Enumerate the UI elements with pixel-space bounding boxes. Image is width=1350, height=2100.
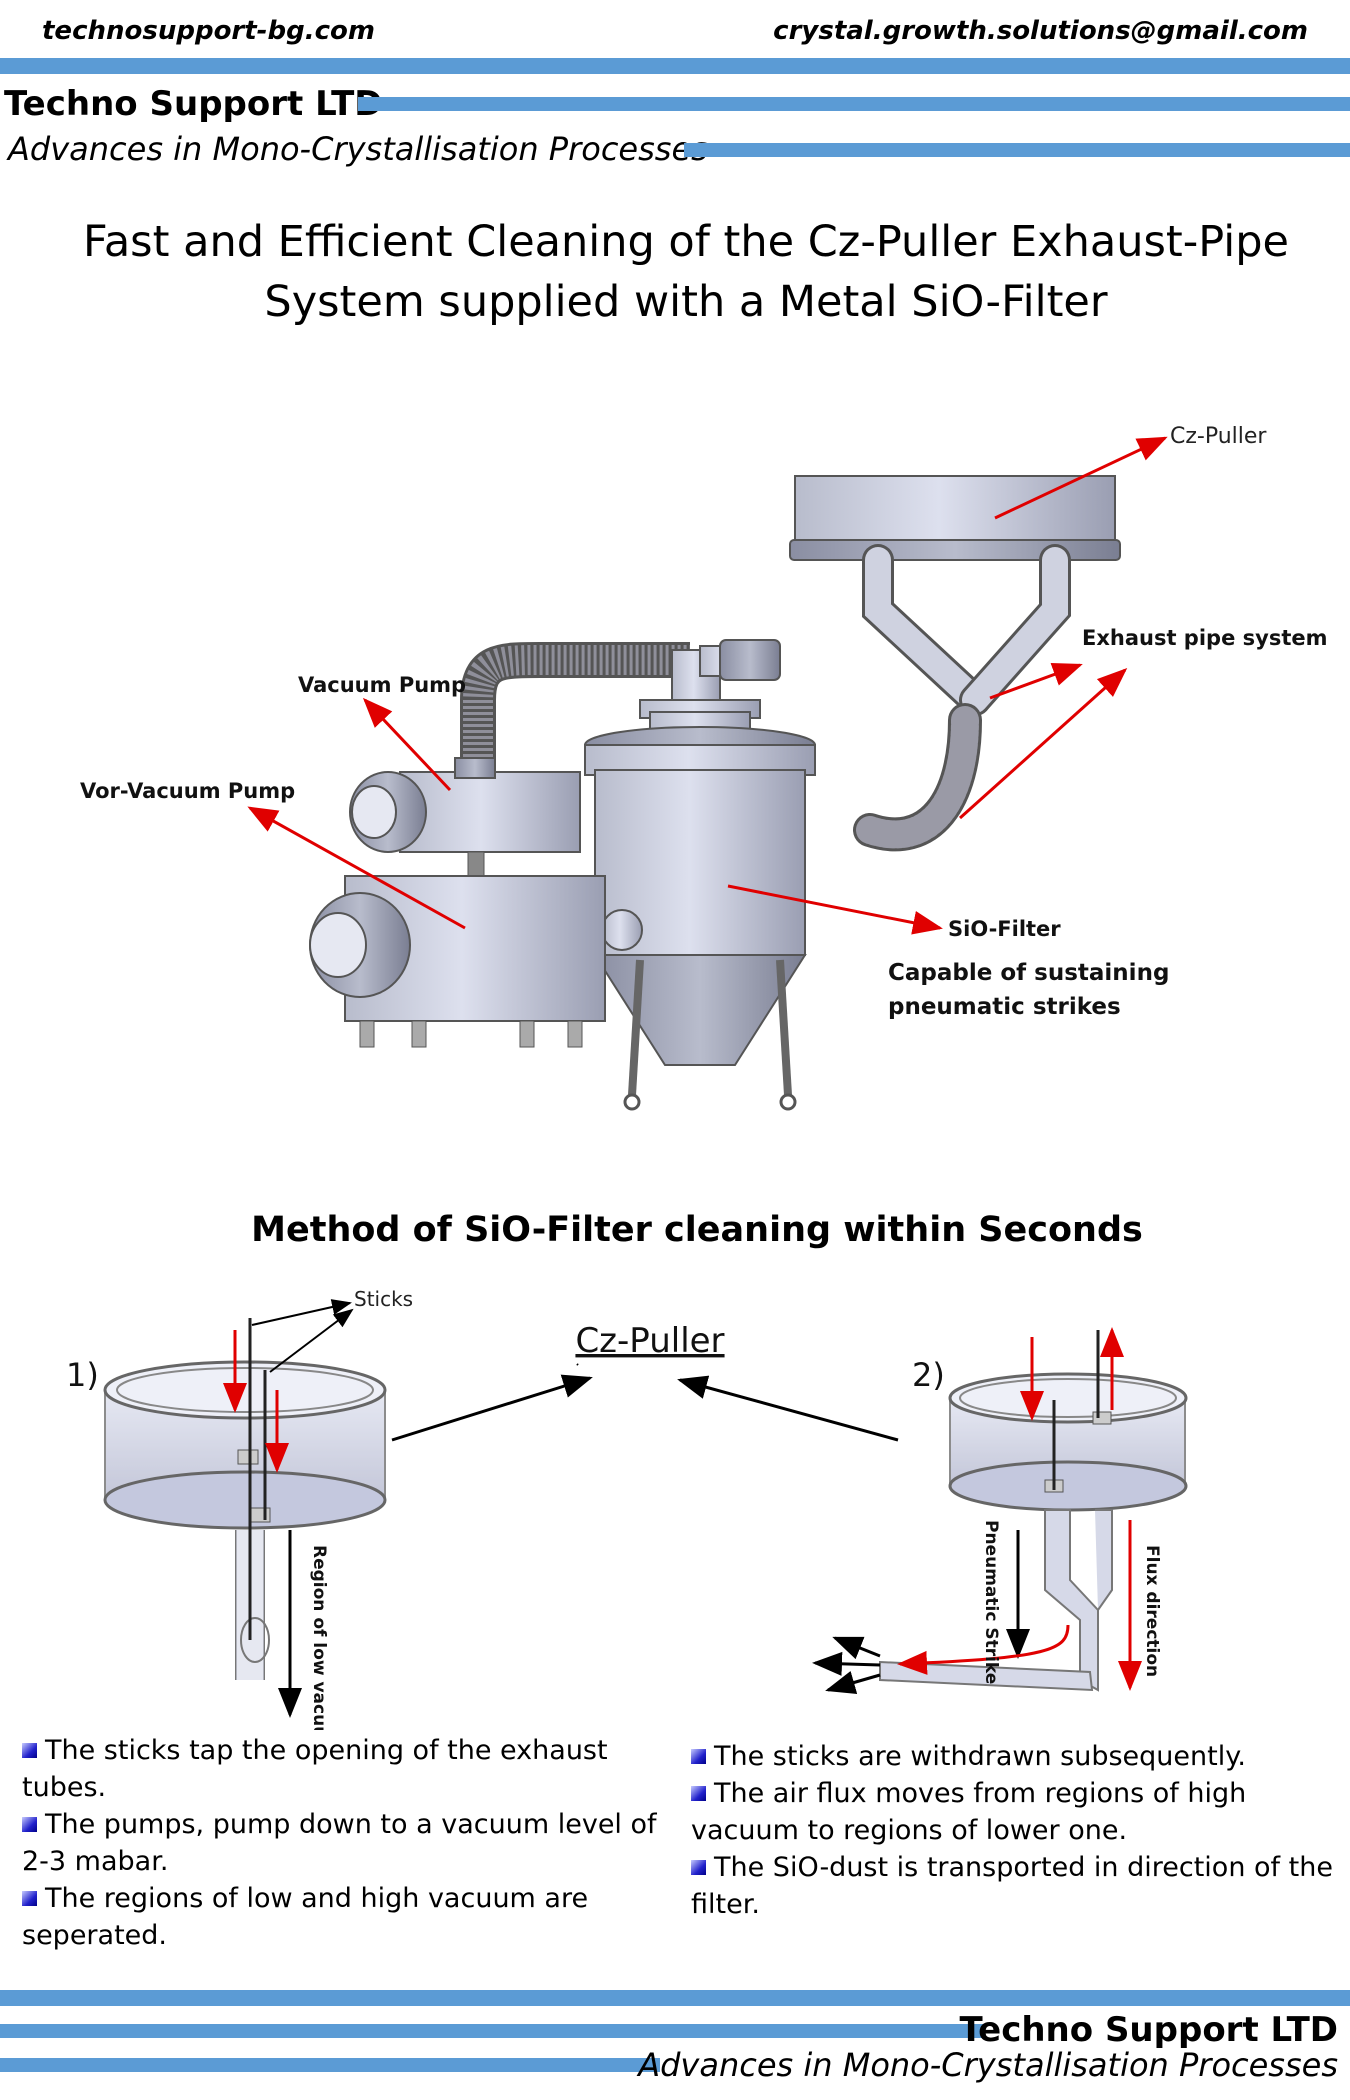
bullet-left-2: The pumps, pump down to a vacuum level o… (22, 1809, 657, 1877)
label-sticks: Sticks (354, 1287, 413, 1311)
label-vacuum-pump: Vacuum Pump (298, 673, 466, 697)
label-step1: 1) (66, 1356, 99, 1394)
label-sio-filter: SiO-Filter (948, 917, 1061, 941)
header-tagline: Advances in Mono-Crystallisation Process… (8, 130, 708, 168)
vacuum-hose (460, 642, 690, 775)
bullet-square-icon (22, 1817, 37, 1832)
page-title-line1: Fast and Efficient Cleaning of the Cz-Pu… (83, 217, 1289, 267)
exhaust-pipe-system (853, 544, 1071, 852)
cleaning-method-diagram: Sticks 1) Region of low vacuum Cz-Puller… (66, 1287, 1188, 1730)
footer-divider-bar (0, 1990, 1350, 2006)
footer-tagline-bar (0, 2058, 660, 2072)
email-link[interactable]: crystal.growth.solutions@gmail.com (773, 16, 1308, 46)
label-capable-line1: Capable of sustaining (888, 960, 1169, 986)
label-vor-vacuum-pump: Vor-Vacuum Pump (80, 779, 295, 803)
header-company-name: Techno Support LTD (4, 84, 383, 124)
label-method-cz-puller: Cz-Puller (575, 1321, 724, 1361)
label-cz-puller: Cz-Puller (1170, 424, 1267, 449)
header-company-bar (358, 97, 1350, 111)
label-capable-line2: pneumatic strikes (888, 994, 1121, 1020)
bullet-square-icon (691, 1860, 706, 1875)
exit-arrow-down (825, 1670, 881, 1695)
bullet-left-1: The sticks tap the opening of the exhaus… (22, 1735, 608, 1803)
website-link[interactable]: technosupport-bg.com (42, 16, 375, 46)
label-pneumatic-strike: Pneumatic Strike (981, 1520, 1001, 1684)
footer-company-bar (0, 2024, 985, 2038)
method-title: Method of SiO-Filter cleaning within Sec… (251, 1210, 1143, 1250)
sticks-pointer-a (251, 1299, 352, 1326)
exit-arrow-mid (812, 1651, 881, 1676)
bullet-right-2: The air flux moves from regions of high … (691, 1778, 1247, 1846)
filter-system-illustration: Cz-Puller Exhaust pipe system Vacuum Pum… (80, 424, 1327, 1111)
label-flux-direction: Flux direction (1142, 1545, 1162, 1677)
arrow-to-cz-puller-left (391, 1374, 593, 1442)
bullet-right-1: The sticks are withdrawn subsequently. (691, 1738, 1336, 1775)
label-exhaust-pipe: Exhaust pipe system (1082, 626, 1327, 650)
label-step2: 2) (912, 1356, 945, 1394)
bullet-square-icon (22, 1891, 37, 1906)
step2-flux-curve-arrow (897, 1624, 1070, 1675)
page-title-line2: System supplied with a Metal SiO-Filter (264, 277, 1108, 327)
callout-arrows (247, 436, 1168, 935)
step1-drum (103, 1318, 387, 1680)
footer-company-name: Techno Support LTD (959, 2010, 1338, 2050)
header-divider-bar (0, 58, 1350, 74)
bullet-list-right: The sticks are withdrawn subsequently. T… (691, 1738, 1336, 1923)
bullet-square-icon (22, 1743, 37, 1758)
cz-puller-drum (789, 475, 1121, 561)
sio-filter-vessel (584, 711, 816, 1111)
bullet-square-icon (691, 1786, 706, 1801)
bullet-right-3: The SiO-dust is transported in direction… (691, 1852, 1333, 1920)
exit-arrow-up (832, 1636, 881, 1660)
step2-drum (879, 1330, 1188, 1692)
page-title: Fast and Efficient Cleaning of the Cz-Pu… (0, 212, 1350, 332)
cz-puller-underline (576, 1363, 579, 1366)
bullet-square-icon (691, 1749, 706, 1764)
vor-vacuum-pump (309, 875, 606, 1048)
label-low-vacuum: Region of low vacuum (309, 1545, 329, 1730)
bullet-list-left: The sticks tap the opening of the exhaus… (22, 1732, 677, 1954)
arrow-to-cz-puller-right (677, 1375, 899, 1442)
footer-tagline: Advances in Mono-Crystallisation Process… (638, 2046, 1338, 2084)
sticks-pointer-b (269, 1308, 354, 1373)
header-tagline-bar (684, 143, 1350, 157)
vacuum-pump (349, 757, 581, 877)
bullet-left-3: The regions of low and high vacuum are s… (22, 1883, 589, 1951)
